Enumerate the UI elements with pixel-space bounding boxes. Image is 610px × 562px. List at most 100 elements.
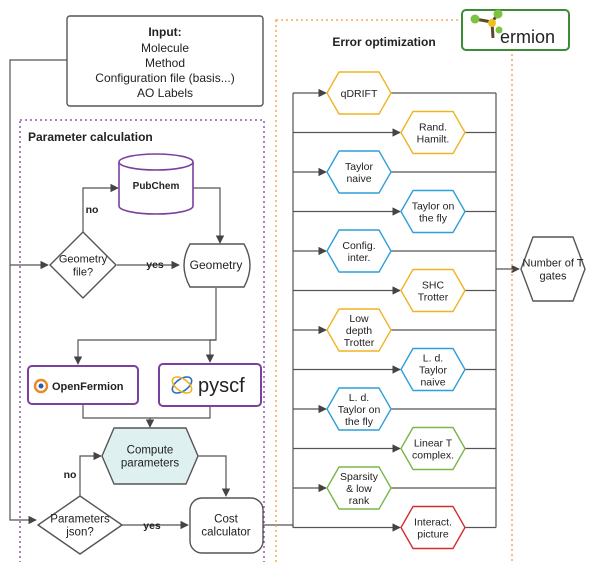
method-node (326, 71, 392, 115)
pyscf-box (158, 363, 262, 407)
method-node (400, 505, 466, 550)
method-node (326, 466, 392, 510)
edge-label-no: no (86, 204, 99, 216)
output-label: gates (540, 271, 567, 283)
method-label: Trotter (418, 292, 449, 304)
logo-molecule-atom (495, 26, 503, 34)
method-node (400, 347, 466, 392)
parameters-decision-label: Parameters (50, 514, 110, 526)
pubchem-to-geometry (193, 187, 225, 244)
openfermion-label: OpenFermion (52, 381, 124, 393)
logo-molecule-atom (493, 9, 503, 19)
method-label: Sparsity (340, 471, 379, 483)
input-box (66, 15, 264, 107)
input-to-params-decision (9, 59, 67, 525)
edge-label-no: no (64, 469, 77, 481)
method-label: rank (349, 495, 370, 507)
parameter-section-title: Parameter calculation (28, 130, 153, 144)
openfermion-logo-icon (33, 378, 49, 394)
pyscf-to-compute (150, 406, 211, 419)
geometry-file-decision (49, 231, 117, 299)
geometry-no-edge (82, 183, 119, 232)
logo-molecule-atom (470, 14, 480, 24)
method-node (400, 110, 466, 155)
method-node (400, 268, 466, 313)
geometry-decision-label: file? (73, 267, 93, 279)
method-label: complex. (412, 450, 454, 462)
input-line: AO Labels (137, 86, 193, 100)
method-label: Hamilt. (417, 134, 450, 146)
method-label: L. d. (423, 353, 443, 365)
edge-label-yes: yes (143, 520, 161, 532)
input-line: Configuration file (basis...) (95, 71, 234, 85)
method-node (326, 229, 392, 273)
openfermion-box (27, 365, 139, 405)
method-label: Linear T (414, 438, 453, 450)
cost-to-error-bus (263, 524, 294, 528)
method-label: depth (346, 325, 372, 337)
pubchem-label-part: hem (159, 181, 180, 192)
method-label: qDRIFT (341, 88, 378, 100)
method-label: Taylor (419, 365, 448, 377)
cost-calculator-box (189, 497, 264, 554)
nodes: Parameter calculation Error optimization e… (19, 9, 586, 562)
method-label: Low (349, 313, 369, 325)
pubchem-label-part: Pub (133, 181, 152, 192)
pubchem-database-top (118, 153, 194, 171)
openfermion-to-compute (82, 404, 155, 428)
edge-label-yes: yes (146, 259, 164, 271)
number-of-t-gates-node (520, 236, 586, 302)
input-title: Input: (148, 25, 181, 39)
compute-parameters-label: parameters (121, 458, 179, 470)
method-label: Taylor (345, 161, 374, 173)
method-label: the fly (345, 416, 374, 428)
compute-parameters-label: Compute (127, 445, 174, 457)
connectors (9, 59, 520, 532)
pyscf-logo-icon (171, 376, 193, 394)
method-label: inter. (348, 252, 371, 264)
parameters-decision-label: json? (65, 527, 94, 539)
input-line: Method (145, 56, 185, 70)
parameter-section (19, 119, 265, 562)
method-label: Trotter (344, 337, 375, 349)
geometry-decision-label: Geometry (59, 254, 108, 266)
method-label: naive (420, 377, 445, 389)
method-label: the fly (419, 213, 448, 225)
pyscf-label: pyscf (198, 375, 245, 397)
method-label: L. d. (349, 392, 369, 404)
cost-calculator-label: calculator (201, 527, 250, 539)
params-no-edge (79, 451, 102, 496)
error-section-title: Error optimization (332, 35, 435, 49)
method-label: Taylor on (412, 201, 455, 213)
method-node (400, 189, 466, 234)
output-label: Number of T (523, 258, 584, 270)
pubchem-database (118, 162, 194, 215)
method-label: naive (346, 173, 371, 185)
method-node (400, 426, 466, 471)
method-node (326, 150, 392, 194)
method-label: Interact. (414, 517, 452, 529)
input-line: Molecule (141, 41, 189, 55)
geometry-store (183, 243, 251, 288)
cost-calculator-label: Cost (214, 514, 238, 526)
geometry-to-openfermion (73, 288, 217, 365)
method-node (326, 387, 392, 431)
method-label: Config. (342, 240, 375, 252)
method-node (326, 308, 392, 352)
method-label: & low (346, 483, 372, 495)
geometry-store-label: Geometry (190, 258, 243, 272)
method-label: picture (417, 529, 449, 541)
pubchem-label-part: C (152, 181, 159, 192)
compute-parameters-node (101, 427, 199, 485)
openfermion-logo-icon (38, 383, 44, 389)
geometry-to-pyscf (205, 339, 216, 363)
pyscf-logo-icon (171, 376, 193, 394)
parameters-json-decision (37, 495, 123, 555)
method-label: SHC (422, 280, 445, 292)
pubchem-label: PubChem (133, 181, 180, 192)
logo-text: ermion (500, 27, 555, 47)
method-label: Taylor on (338, 404, 381, 416)
compute-to-cost (198, 455, 231, 497)
logo-molecule-atom (488, 19, 496, 27)
